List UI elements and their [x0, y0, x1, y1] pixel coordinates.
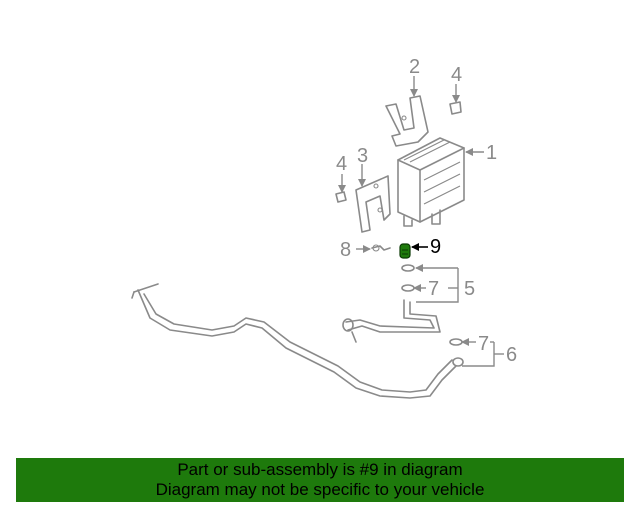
seal-part-upper [401, 264, 415, 272]
clip-part-right [449, 101, 462, 115]
callout-9-highlighted: 9 [430, 236, 441, 258]
callout-4-left: 4 [336, 153, 347, 175]
callout-2: 2 [409, 56, 420, 78]
info-banner: Part or sub-assembly is #9 in diagram Di… [16, 458, 624, 502]
tube-part-5 [342, 299, 441, 343]
seal-part-mid [401, 284, 415, 292]
banner-line-part-number: Part or sub-assembly is #9 in diagram [177, 460, 463, 479]
leader-6-bracket [462, 342, 495, 367]
callout-8: 8 [340, 239, 351, 261]
connector-part-9 [399, 243, 411, 259]
side-bracket-part [355, 175, 391, 233]
callout-6: 6 [506, 344, 517, 366]
callout-1: 1 [486, 142, 497, 164]
callout-7-lower: 7 [478, 333, 489, 355]
callout-4-right: 4 [451, 64, 462, 86]
leader-5-bracket [416, 268, 459, 303]
callout-7-upper: 7 [428, 278, 439, 300]
upper-bracket-part [385, 95, 429, 147]
clip-part-left [335, 191, 347, 203]
cooler-line-part-6 [131, 283, 464, 399]
fitting-part-8 [371, 244, 391, 252]
callout-3: 3 [357, 145, 368, 167]
oil-cooler-part [397, 137, 465, 227]
parts-diagram: 1 2 3 4 4 5 6 7 7 8 9 [131, 56, 517, 399]
callout-5: 5 [464, 278, 475, 300]
banner-line-disclaimer: Diagram may not be specific to your vehi… [155, 480, 485, 499]
